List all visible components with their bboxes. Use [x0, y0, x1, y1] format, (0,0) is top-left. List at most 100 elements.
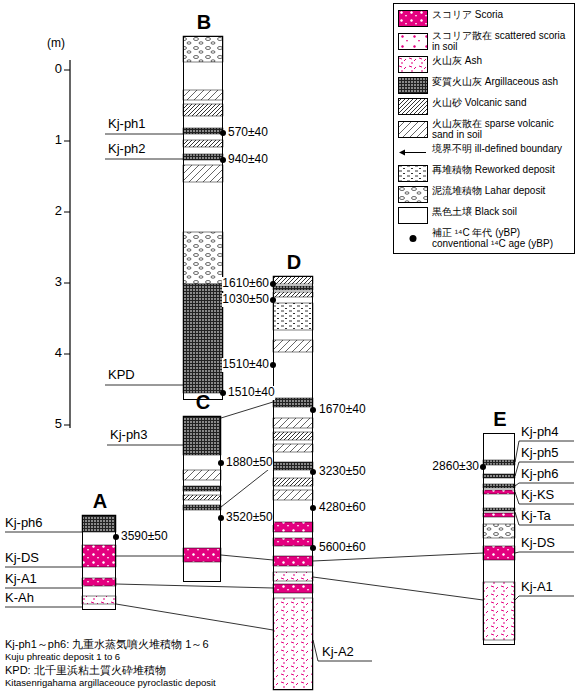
annotation-label: (m) [47, 37, 65, 51]
legend-swatch [398, 56, 428, 73]
legend-text: 再堆積物 Reworked deposit [432, 164, 570, 175]
age-dots-part [310, 407, 316, 413]
annotation-label: Kj-A1 [5, 572, 37, 587]
legend-swatch [398, 10, 428, 27]
annotation-label: 3520±50 [226, 511, 273, 525]
annotation-label: KPD: 北千里浜粘土質火砕堆積物 [5, 664, 166, 677]
annotation-label: Kj-ph6 [5, 516, 43, 531]
annotation-label: Kj-ph2 [108, 142, 146, 157]
column-layers-part [183, 154, 223, 160]
legend-pattern [399, 186, 428, 202]
column-layers-part [483, 582, 515, 640]
annotation-label: 3 [55, 275, 62, 290]
column-layers-part [273, 462, 313, 470]
column-layers-part [183, 128, 223, 134]
legend-text: 境界不明 ill-defined boundary [432, 143, 570, 154]
annotation-label: Kj-ph1～ph6: 九重水蒸気噴火堆積物 1～6 [5, 638, 209, 651]
column-layers-part [273, 538, 313, 546]
age-dots-part [220, 157, 226, 163]
annotation-label: 1880±50 [226, 456, 273, 470]
column-layers-part [273, 292, 313, 297]
column-layers-part [483, 513, 515, 517]
annotation-label: 1510±40 [228, 386, 275, 400]
column-layers-part [273, 340, 313, 352]
column-layers-part [273, 303, 313, 330]
strata-column: D [273, 276, 313, 690]
correlation-lines [5, 134, 574, 661]
column-layers-part [273, 444, 313, 452]
correlation-lines-part [5, 134, 574, 661]
legend-text: 補正 ¹⁴C 年代 (yBP) conventional ¹⁴C age (yB… [432, 227, 570, 249]
annotation-label: 1030±50 [222, 293, 269, 307]
scale-axis [64, 60, 70, 428]
annotation-label: 1670±40 [319, 403, 366, 417]
annotation-label: 940±40 [228, 153, 268, 167]
column-layers-part [273, 398, 313, 407]
legend-swatch [398, 207, 428, 224]
legend-swatch [398, 33, 428, 50]
legend-pattern [399, 77, 428, 93]
column-layers-part [183, 486, 221, 491]
column-layers-part [273, 598, 313, 690]
column-layers-part [273, 478, 313, 486]
legend-swatch [398, 77, 428, 94]
age-dots-part [113, 534, 119, 540]
column-layers-part [273, 490, 313, 500]
legend-text: 変質火山灰 Argillaceous ash [432, 76, 570, 87]
legend-swatch [398, 165, 428, 182]
column-layers-part [183, 548, 221, 562]
column-layers-part [183, 505, 221, 510]
legend-text: 泥流堆積物 Lahar deposit [432, 185, 570, 196]
strata-column: E [483, 433, 515, 645]
column-layers-part [183, 470, 221, 480]
column-layers-part [183, 36, 223, 62]
column-layers-part [273, 432, 313, 440]
column-letter: B [164, 10, 244, 34]
annotation-label: Kj-Ta [521, 509, 551, 524]
column-layers-part [183, 416, 221, 455]
age-dots-part [218, 515, 224, 521]
age-dots-part [220, 390, 226, 396]
legend-text: スコリア散在 scattered scoria in soil [432, 30, 570, 52]
scale-axis-part [64, 60, 70, 428]
annotation-label: 3230±50 [319, 465, 366, 479]
column-layers-part [183, 165, 223, 182]
strata-column: A [82, 515, 116, 610]
legend-pattern [399, 98, 428, 114]
annotation-label: Kj-DS [5, 551, 39, 566]
column-layers-part [483, 546, 515, 560]
column-layers-part [273, 572, 313, 581]
column-layers-part [273, 418, 313, 428]
column-layers-part [483, 508, 515, 511]
legend-pattern [399, 10, 428, 26]
annotation-label: 1610±60 [222, 277, 269, 291]
column-layers-part [183, 140, 223, 147]
column-layers-part [82, 578, 116, 586]
annotation-label: Kj-DS [521, 536, 555, 551]
annotation-label: Kj-KS [521, 488, 554, 503]
column-layers-part [82, 515, 116, 532]
legend-text: 火山灰散在 sparse volcanic sand in soil [432, 118, 570, 140]
annotation-label: KPD [108, 368, 135, 383]
legend-text: 火山灰 Ash [432, 55, 570, 66]
column-layers-part [483, 524, 515, 538]
legend-arrow [403, 152, 426, 153]
age-dots-part [218, 460, 224, 466]
column-layers-part [483, 490, 515, 494]
strata-column: C [183, 416, 221, 582]
column-layers-part [273, 276, 313, 284]
column-layers-part [483, 474, 515, 478]
legend-text: 火山砂 Volcanic sand [432, 97, 570, 108]
column-layers-part [273, 584, 313, 593]
legend-dot [410, 235, 417, 242]
column-layers-part [82, 545, 116, 567]
annotation-label: Kj-ph3 [110, 428, 148, 443]
annotation-label: 2 [55, 204, 62, 219]
column-layers-part [82, 596, 116, 604]
legend-arrowhead [399, 149, 405, 155]
legend-text: スコリア Scoria [432, 9, 570, 20]
legend-pattern [399, 33, 428, 49]
legend-swatch [398, 230, 428, 247]
legend-text: 黒色土壌 Black soil [432, 206, 570, 217]
